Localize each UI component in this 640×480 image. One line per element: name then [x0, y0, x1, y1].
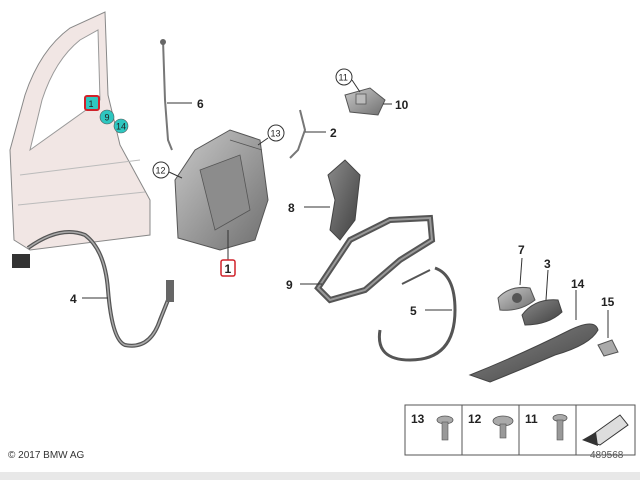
door-callout-14-badge [113, 118, 129, 134]
legend-11-label: 11 [525, 412, 538, 426]
operating-rod-part-6 [160, 39, 173, 151]
callout-14: 14 [571, 277, 585, 291]
bowden-cable-part-4 [12, 230, 174, 348]
bracket-part-8 [327, 159, 361, 241]
callout-4: 4 [70, 292, 77, 306]
callout-1: 1 [225, 262, 232, 276]
callout-11: 11 [339, 73, 348, 83]
footer-band [0, 472, 640, 480]
door-panel: 1 9 14 [9, 11, 151, 251]
direction-arrow-icon [582, 414, 629, 446]
document-number: 489568 [590, 450, 624, 461]
copyright-text: © 2017 BMW AG [8, 450, 85, 461]
legend-13-label: 13 [411, 412, 425, 426]
door-callout-9-badge [99, 109, 115, 125]
rod-part-2 [289, 109, 307, 159]
callout-13: 13 [271, 129, 281, 139]
callout-8: 8 [288, 201, 295, 215]
legend-12-label: 12 [468, 412, 482, 426]
screw-12-icon [492, 415, 514, 439]
callout-6: 6 [197, 97, 204, 111]
door-callout-14: 14 [116, 122, 126, 132]
screw-11-icon [552, 414, 568, 441]
striker-part-10 [344, 87, 386, 116]
callout-9: 9 [286, 278, 293, 292]
outer-handle-part-14 [468, 323, 599, 383]
handle-carrier-part-9 [314, 214, 436, 304]
callout-10: 10 [395, 98, 409, 112]
callout-15: 15 [601, 295, 615, 309]
callout-2: 2 [330, 126, 337, 140]
part-15 [597, 339, 619, 357]
callout-7: 7 [518, 243, 525, 257]
callout-3: 3 [544, 257, 551, 271]
bowden-cable-part-5 [377, 266, 457, 362]
callout-5: 5 [410, 304, 417, 318]
door-lock-part-1 [174, 129, 269, 251]
callout-12: 12 [156, 166, 166, 176]
door-callout-9: 9 [105, 113, 110, 123]
part-3 [521, 299, 563, 326]
door-callout-1: 1 [89, 99, 94, 109]
fastener-legend: 13 12 11 [404, 404, 636, 456]
screw-13-icon [436, 415, 454, 441]
part-7 [497, 287, 536, 311]
door-callout-1-box [84, 95, 100, 111]
